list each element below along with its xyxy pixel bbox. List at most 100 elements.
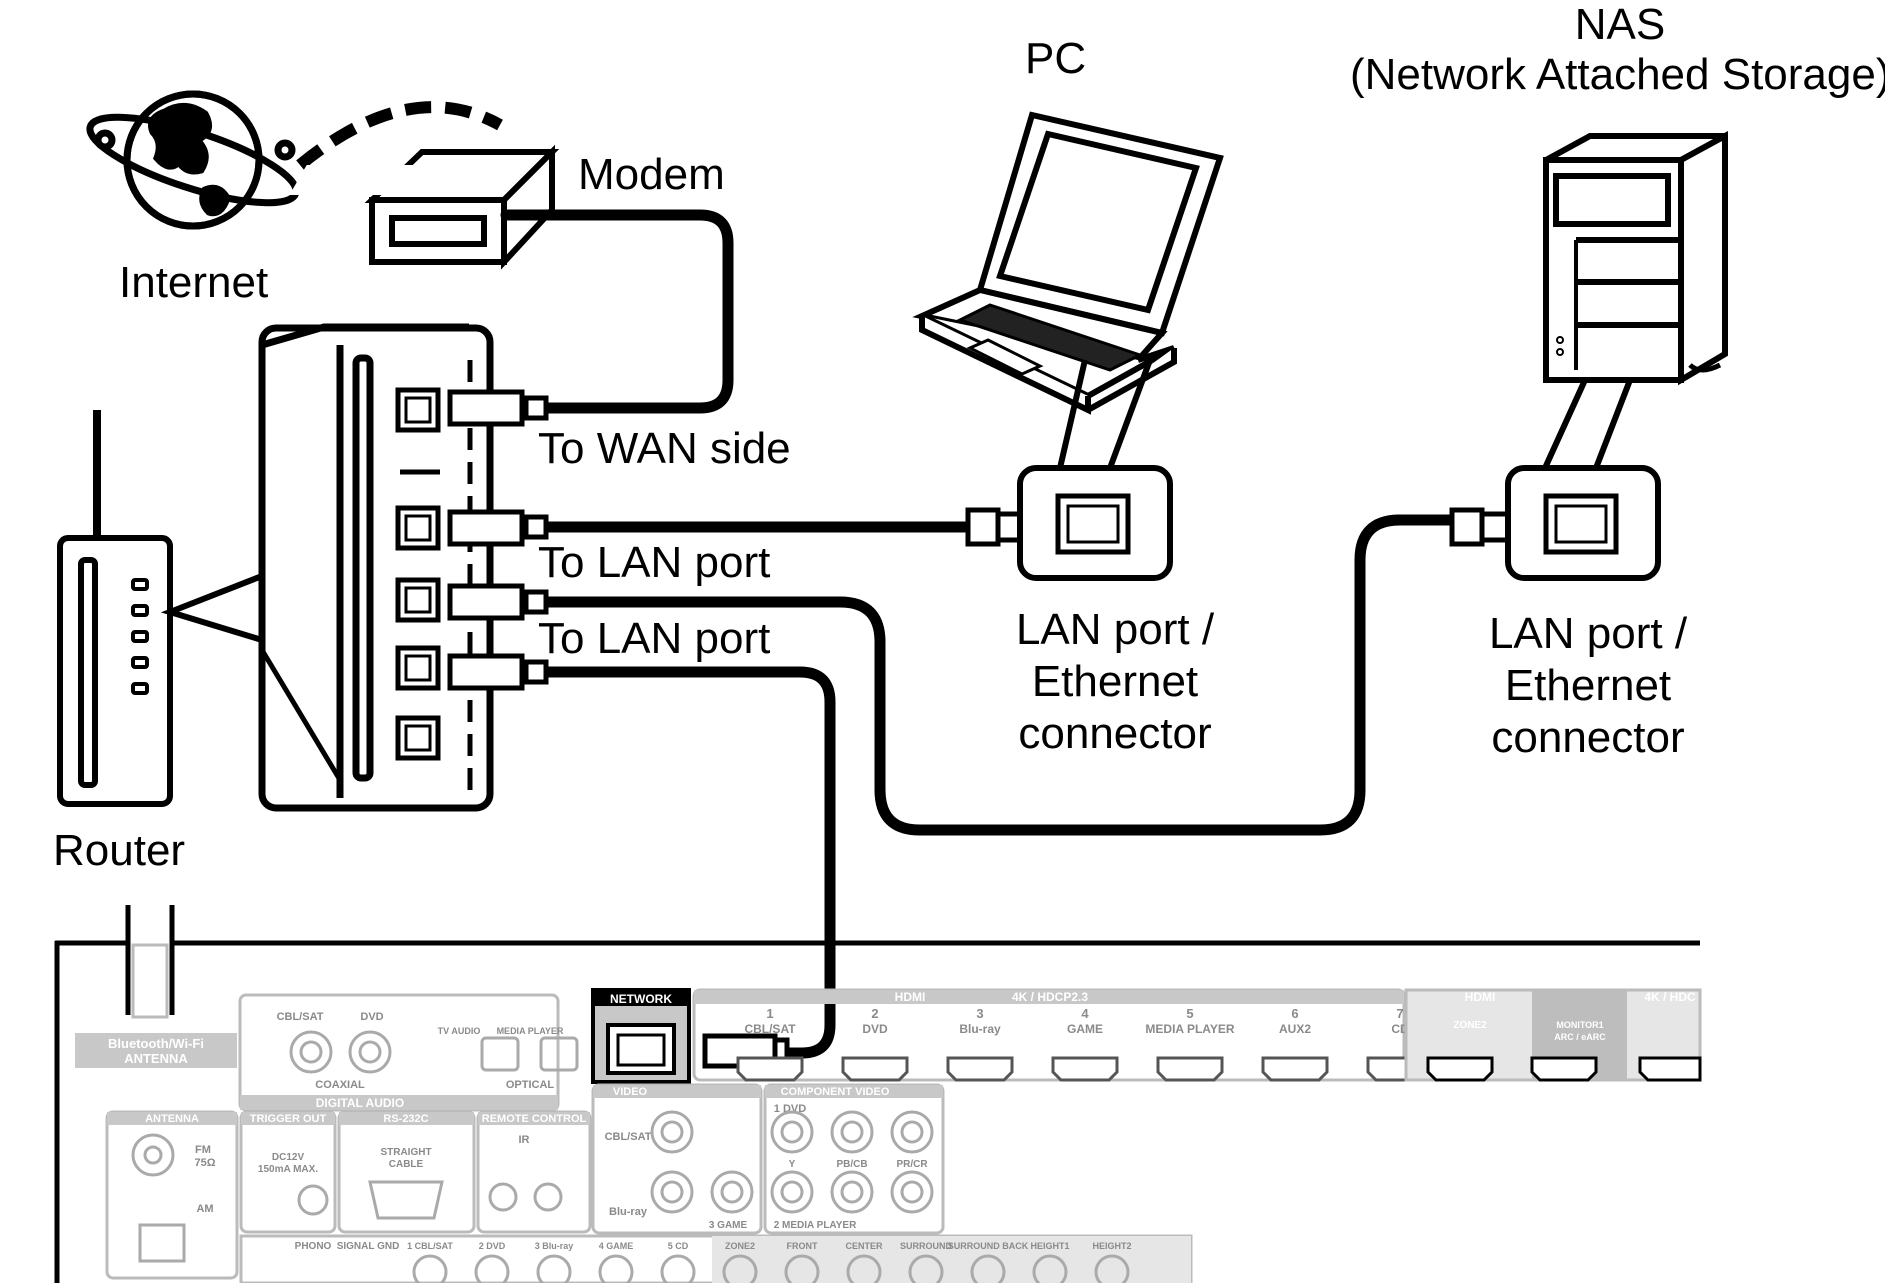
nas-icon	[1543, 130, 1728, 386]
bt-antenna-label-1: Bluetooth/Wi-Fi	[108, 1036, 204, 1051]
hdmi-port-icon	[736, 1056, 804, 1082]
fm-ohm-label: 75Ω	[194, 1157, 215, 1169]
to-lan-label-1: To LAN port	[538, 538, 771, 587]
router-lan-ports	[395, 387, 441, 761]
router-icon	[57, 410, 173, 807]
to-lan-label-2: To LAN port	[538, 614, 771, 663]
rca-jack-icon	[474, 1254, 510, 1283]
nas-label: NAS (Network Attached Storage)	[1350, 0, 1885, 100]
plug-pc-router-icon	[447, 509, 549, 547]
router-wan-port-icon	[395, 387, 441, 433]
plug-receiver-router-icon	[447, 653, 549, 691]
plug-nas-router-icon	[447, 583, 549, 621]
analog-jack-label: FRONT	[787, 1241, 818, 1251]
nas-lan-port-box	[1505, 465, 1661, 581]
da-tv-label: TV AUDIO	[438, 1026, 481, 1036]
coaxial-jacks	[289, 1030, 579, 1074]
receiver-cable	[514, 666, 836, 1059]
pc-port-label-2: Ethernet	[1031, 657, 1199, 706]
hdcp-out-label: 4K / HDC	[1644, 990, 1696, 1004]
video-label: VIDEO	[613, 1086, 648, 1098]
comp-mp-label: 2 MEDIA PLAYER	[774, 1220, 857, 1231]
phono-label: PHONO	[295, 1241, 332, 1252]
analog-jack-label: 3 Blu-ray	[535, 1241, 574, 1251]
analog-jack-label: 4 GAME	[599, 1241, 634, 1251]
video-cbl-label: CBL/SAT	[605, 1131, 652, 1143]
analog-jack-label: 2 DVD	[479, 1241, 506, 1251]
rs232c-label: RS-232C	[383, 1113, 428, 1125]
trigger-label: TRIGGER OUT	[250, 1113, 327, 1125]
network-port: NETWORK	[591, 988, 691, 1084]
nas-port-label-1: LAN port /	[1488, 609, 1688, 658]
nas-cable	[514, 514, 1456, 836]
rca-jack-icon	[1032, 1254, 1068, 1283]
rca-jack-icon	[908, 1254, 944, 1283]
bt-antenna-label-2: ANTENNA	[124, 1051, 188, 1066]
analog-jack-label: HEIGHT1	[1030, 1241, 1069, 1251]
remote-label: REMOTE CONTROL	[482, 1113, 587, 1125]
fm-label: FM	[195, 1144, 211, 1156]
hdmi-port-icon	[1051, 1056, 1119, 1082]
zone2-label: ZONE2	[1453, 1020, 1487, 1031]
nas-label-line2: (Network Attached Storage)	[1350, 50, 1885, 99]
hdmi-input-label: GAME	[1067, 1022, 1103, 1036]
analog-jack-label: SURROUND BACK	[948, 1241, 1029, 1251]
internet-globe-icon	[86, 90, 300, 230]
da-cbl-label: CBL/SAT	[277, 1011, 324, 1023]
straight-label-1: STRAIGHT	[380, 1147, 431, 1158]
antenna-label: ANTENNA	[145, 1113, 199, 1125]
hdmi-input-label: Blu-ray	[959, 1022, 1001, 1036]
wan-cable	[500, 209, 734, 414]
nas-label-line1: NAS	[1574, 0, 1666, 49]
coaxial-label: COAXIAL	[315, 1079, 365, 1091]
hdcp-label: 4K / HDCP2.3	[1012, 990, 1088, 1004]
arc-label: ARC / eARC	[1554, 1032, 1606, 1042]
router-lan-port-4-icon	[395, 715, 441, 761]
comp-y-label: Y	[789, 1159, 796, 1170]
hdmi-input-label: AUX2	[1279, 1022, 1311, 1036]
modem-label: Modem	[578, 150, 725, 199]
hdmi-port-icon	[1156, 1056, 1224, 1082]
pc-port-label-1: LAN port /	[1015, 605, 1215, 654]
analog-jack-label: 5 CD	[668, 1241, 689, 1251]
nas-port-label-3: connector	[1491, 713, 1685, 762]
router-label: Router	[53, 826, 186, 875]
hdmi-input-label: DVD	[862, 1022, 888, 1036]
pc-lan-port-box	[1017, 465, 1173, 581]
rca-jack-icon	[970, 1254, 1006, 1283]
hdmi-port-icon	[841, 1056, 909, 1082]
analog-jack-label: SURROUND	[900, 1241, 953, 1251]
analog-jack-label: HEIGHT2	[1092, 1241, 1131, 1251]
pc-label: PC	[1025, 34, 1087, 83]
comp-pr-label: PR/CR	[896, 1159, 928, 1170]
rca-jack-icon	[784, 1254, 820, 1283]
video-bluray-label: Blu-ray	[609, 1206, 648, 1218]
rca-jack-icon	[846, 1254, 882, 1283]
receiver-rear-panel: Bluetooth/Wi-Fi ANTENNA DIGITAL AUDIO CB…	[54, 905, 1702, 1283]
pc-port-label-3: connector	[1018, 709, 1212, 758]
router-lan-port-1-icon	[395, 505, 441, 551]
hdmi-input-number: 6	[1291, 1006, 1298, 1021]
nas-callout	[1542, 378, 1633, 470]
rca-jack-icon	[536, 1254, 572, 1283]
hdmi-input-number: 7	[1396, 1006, 1403, 1021]
rca-jack-icon	[1094, 1254, 1130, 1283]
pc-callout-2	[1107, 358, 1153, 470]
da-dvd-label: DVD	[360, 1011, 383, 1023]
rca-jack-icon	[412, 1254, 448, 1283]
hdmi-input-label: MEDIA PLAYER	[1145, 1022, 1234, 1036]
hdmi-input-label: CBL/SAT	[744, 1022, 796, 1036]
optical-label: OPTICAL	[506, 1079, 555, 1091]
rca-jack-icon	[660, 1254, 696, 1283]
analog-jack-label: 1 CBL/SAT	[407, 1241, 453, 1251]
monitor-label: MONITOR1	[1556, 1020, 1603, 1030]
nas-port-label: LAN port / Ethernet connector	[1448, 608, 1728, 764]
component-label: COMPONENT VIDEO	[781, 1086, 890, 1098]
dc12v-label: DC12V	[272, 1152, 305, 1163]
digital-audio-label: DIGITAL AUDIO	[316, 1096, 404, 1110]
nas-port-label-2: Ethernet	[1504, 661, 1672, 710]
signal-gnd-label: SIGNAL GND	[337, 1241, 400, 1252]
